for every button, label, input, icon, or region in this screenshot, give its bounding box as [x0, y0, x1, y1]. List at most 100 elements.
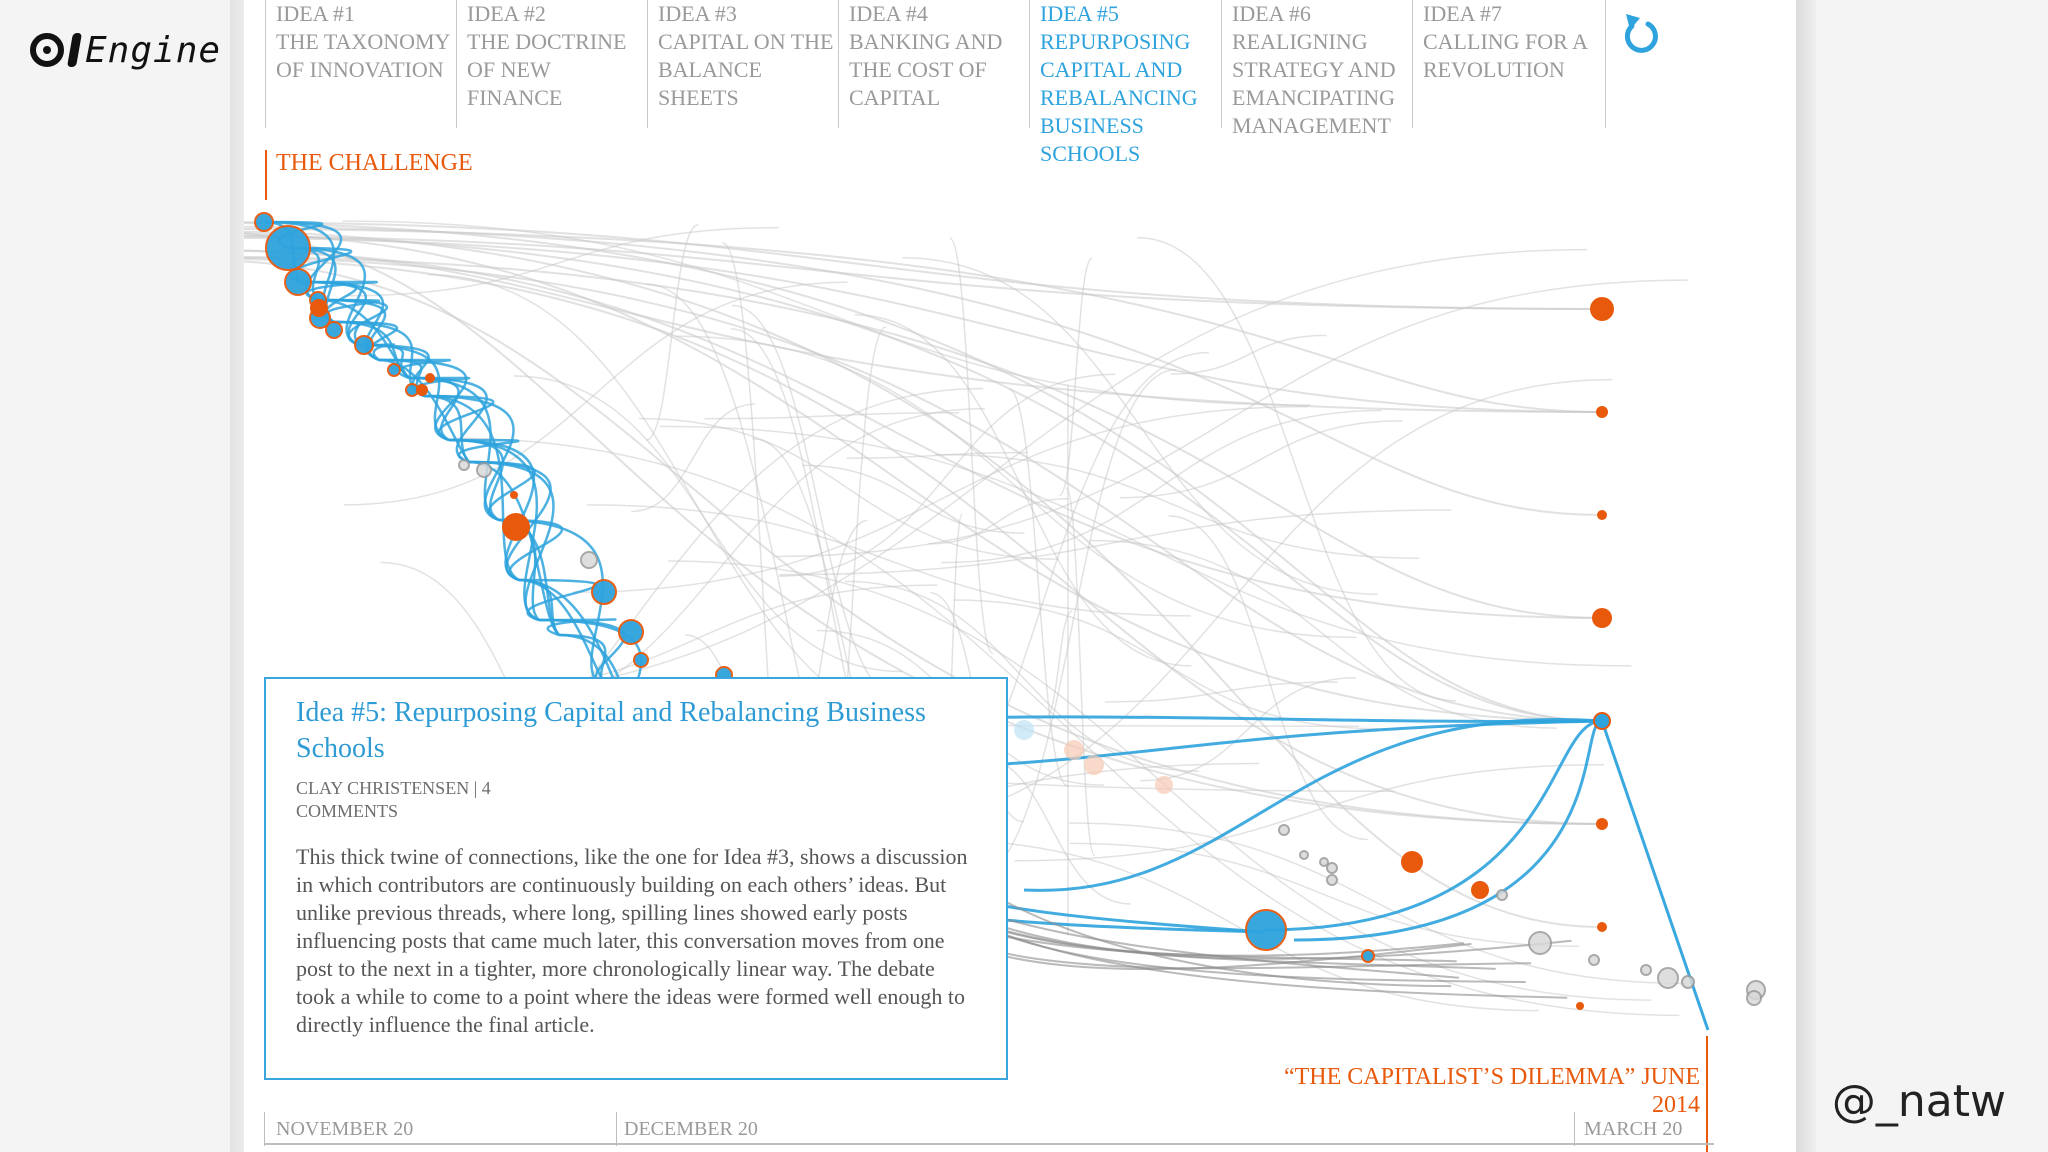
timeline-tick [1574, 1112, 1575, 1146]
article-label: “THE CAPITALIST’S DILEMMA” JUNE 2014 [1283, 1064, 1700, 1118]
thread-line-faint [513, 375, 903, 673]
logo-mark-icon [30, 33, 82, 67]
tab-idea-3[interactable]: IDEA #3 CAPITAL ON THE BALANCE SHEETS [647, 0, 838, 128]
idea5-thread-line [317, 298, 389, 347]
info-title: Idea #5: Repurposing Capital and Rebalan… [296, 697, 926, 764]
thread-line-faint [1014, 763, 1605, 862]
idea-number: IDEA #1 [276, 1, 355, 26]
idea-number: IDEA #4 [849, 1, 928, 26]
comment-node-faded[interactable] [1084, 755, 1104, 775]
comment-node[interactable] [1401, 851, 1423, 873]
thread-line-faint [778, 373, 1116, 577]
idea-node[interactable] [1593, 712, 1611, 730]
thread-line-faint [676, 335, 1357, 639]
idea-node[interactable] [1592, 608, 1612, 628]
tab-idea-1[interactable]: IDEA #1 THE TAXONOMY OF INNOVATION [265, 0, 456, 128]
idea-number: IDEA #7 [1423, 1, 1502, 26]
timeline-tick [264, 1112, 265, 1146]
tab-idea-4[interactable]: IDEA #4 BANKING AND THE COST OF CAPITAL [838, 0, 1029, 128]
thread-line [244, 225, 1603, 516]
comment-node[interactable] [1528, 931, 1552, 955]
comment-node[interactable] [265, 225, 311, 271]
comment-node[interactable] [1746, 990, 1762, 1006]
idea5-thread-line [299, 280, 379, 302]
comment-node[interactable] [1361, 949, 1375, 963]
comment-node[interactable] [1299, 850, 1309, 860]
idea5-thread-line [448, 438, 520, 464]
thread-line-faint [935, 453, 1420, 559]
comment-node[interactable] [1496, 889, 1508, 901]
thread-line-faint [1065, 487, 1096, 857]
comment-node[interactable] [1681, 975, 1695, 989]
tab-idea-6[interactable]: IDEA #6 REALIGNING STRATEGY AND EMANCIPA… [1221, 0, 1412, 138]
comment-node[interactable] [633, 652, 649, 668]
comment-node[interactable] [1319, 857, 1329, 867]
comment-node[interactable] [425, 373, 435, 383]
idea-node[interactable] [1590, 297, 1614, 321]
comment-node-faded[interactable] [1064, 740, 1084, 760]
thread-line [244, 237, 1603, 413]
comment-node[interactable] [580, 551, 598, 569]
thread-line-faint [1008, 388, 1069, 788]
thread-line-faint [802, 464, 1025, 534]
idea5-thread-line [358, 343, 450, 442]
comment-node[interactable] [354, 335, 374, 355]
thread-line-faint [452, 437, 1680, 1017]
comment-node[interactable] [1245, 909, 1287, 951]
comment-node[interactable] [618, 619, 644, 645]
comment-node[interactable] [254, 212, 274, 232]
comment-node[interactable] [1640, 964, 1652, 976]
comment-node[interactable] [1278, 824, 1290, 836]
comment-node[interactable] [310, 299, 328, 317]
panel-shadow-right [1796, 0, 1816, 1152]
thread-line-faint [573, 405, 1309, 593]
idea-info-box: Idea #5: Repurposing Capital and Rebalan… [264, 677, 1008, 1080]
thread-line-faint [1068, 822, 1687, 985]
comment-node[interactable] [416, 384, 428, 396]
comment-node[interactable] [284, 268, 312, 296]
idea5-thread-line [378, 358, 468, 442]
article-marker-line [1706, 1036, 1708, 1152]
comment-node[interactable] [387, 363, 401, 377]
refresh-icon[interactable] [1618, 6, 1666, 62]
tab-idea-5[interactable]: IDEA #5 REPURPOSING CAPITAL AND REBALANC… [1029, 0, 1220, 166]
comment-node[interactable] [476, 462, 492, 478]
thread-line-faint [704, 412, 960, 420]
comment-node[interactable] [1576, 1002, 1584, 1010]
idea5-thread-line [423, 394, 520, 582]
comment-node[interactable] [1326, 862, 1338, 874]
visualization-panel: IDEA #1 THE TAXONOMY OF INNOVATION IDEA … [244, 0, 1796, 1152]
thread-line [244, 230, 1603, 928]
comment-node[interactable] [325, 321, 343, 339]
thread-line-faint [774, 279, 1688, 558]
thread-line-faint [1045, 610, 1073, 718]
idea5-thread-line [1023, 718, 1603, 892]
idea-node[interactable] [1596, 406, 1608, 418]
comment-node[interactable] [1471, 881, 1489, 899]
tab-idea-2[interactable]: IDEA #2 THE DOCTRINE OF NEW FINANCE [456, 0, 647, 128]
comment-node[interactable] [1326, 874, 1338, 886]
idea-title: CALLING FOR A REVOLUTION [1423, 29, 1587, 82]
comment-node-faded[interactable] [1014, 720, 1034, 740]
comment-node[interactable] [502, 513, 530, 541]
idea-node[interactable] [1596, 818, 1608, 830]
thread-line-faint [659, 425, 1632, 667]
thread-line [244, 232, 1603, 722]
idea5-thread-line [1293, 719, 1603, 942]
idea-node[interactable] [1597, 922, 1607, 932]
idea-title: THE TAXONOMY OF INNOVATION [276, 29, 450, 82]
idea5-thread-line [1263, 719, 1603, 932]
comment-node[interactable] [591, 579, 617, 605]
thread-line [244, 258, 1603, 825]
comment-node-faded[interactable] [1155, 776, 1173, 794]
tab-idea-7[interactable]: IDEA #7 CALLING FOR A REVOLUTION [1412, 0, 1603, 128]
idea-node[interactable] [1597, 510, 1607, 520]
timeline-label-end: MARCH 20 [1584, 1118, 1683, 1140]
thread-line [244, 256, 1603, 722]
idea-title: REALIGNING STRATEGY AND EMANCIPATING MAN… [1232, 29, 1396, 138]
comment-node[interactable] [510, 491, 518, 499]
idea5-thread-line [498, 518, 564, 582]
comment-node[interactable] [1588, 954, 1600, 966]
comment-node[interactable] [1657, 967, 1679, 989]
comment-node[interactable] [458, 459, 470, 471]
